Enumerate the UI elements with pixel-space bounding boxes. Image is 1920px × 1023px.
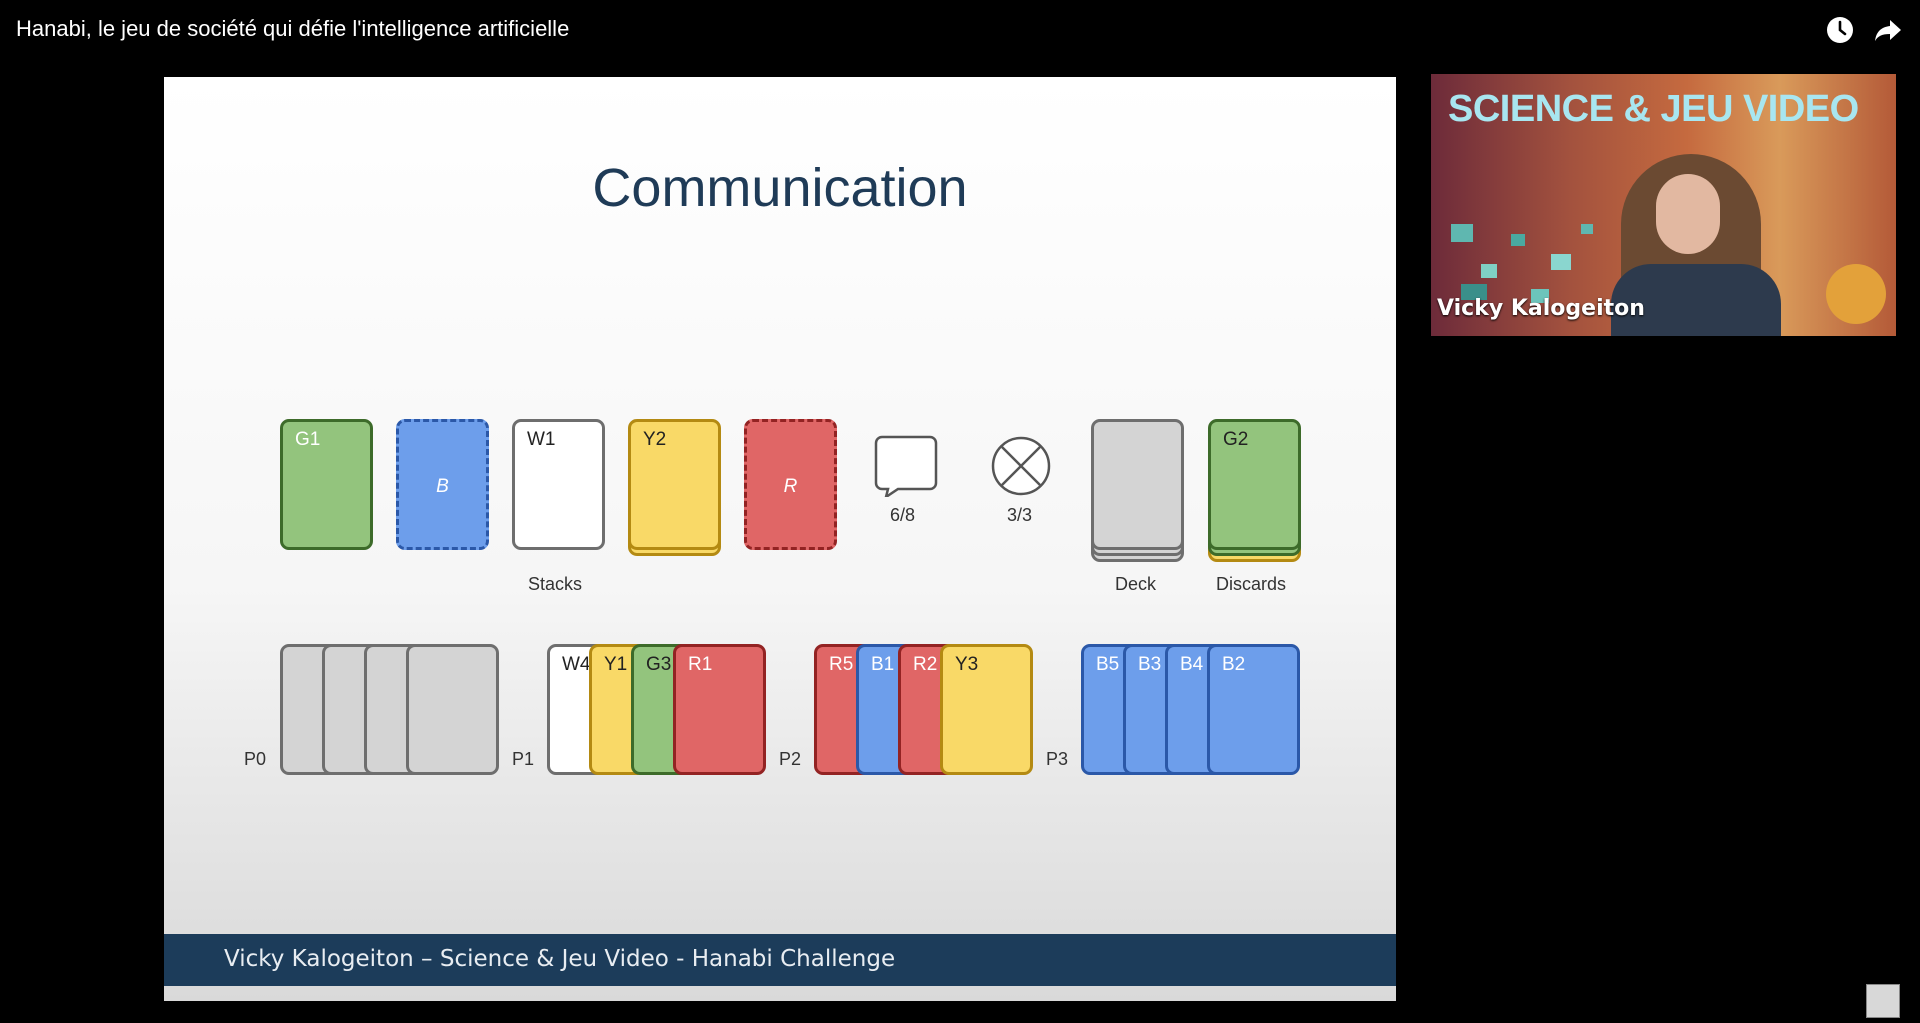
card-label: B [436, 476, 449, 497]
slide-footer: Vicky Kalogeiton – Science & Jeu Video -… [164, 934, 1396, 986]
player-label-p0: P0 [244, 749, 267, 769]
card-label: R [783, 476, 798, 497]
hand-card: R1 [673, 644, 766, 775]
fuse-token-count: 3/3 [1007, 505, 1033, 525]
player-label-p3: P3 [1046, 749, 1069, 769]
hint-token-icon [874, 435, 940, 502]
speaker-webcam: SCIENCE & JEU VIDEO Vicky Kalogeiton [1431, 74, 1896, 336]
card-label: G2 [1223, 429, 1249, 450]
fuse-token-icon [990, 435, 1052, 502]
card-label: W4 [562, 654, 591, 675]
slide-title: Communication [592, 158, 968, 218]
stack-card-white: W1 [512, 419, 605, 550]
hand-card: Y3 [940, 644, 1033, 775]
card-label: B2 [1222, 654, 1246, 675]
discards-label: Discards [1216, 574, 1287, 594]
channel-logo-icon[interactable] [1866, 984, 1900, 1018]
player-label-p1: P1 [512, 749, 535, 769]
card-label: B1 [871, 654, 895, 675]
stacks-label: Stacks [528, 574, 583, 594]
presentation-slide: Communication G1 B W1 Y2 R 6/8 3/3 G2 S [164, 77, 1396, 1001]
speaker-face [1656, 174, 1720, 254]
card-label: G1 [295, 429, 321, 450]
card-label: R1 [688, 654, 713, 675]
stack-card-red: R [744, 419, 837, 550]
watch-later-icon[interactable] [1824, 14, 1856, 46]
speaker-shirt [1611, 264, 1781, 336]
card-label: G3 [646, 654, 672, 675]
card-label: W1 [527, 429, 556, 450]
deck-label: Deck [1115, 574, 1157, 594]
hand-card: B2 [1207, 644, 1300, 775]
deck-card-top [1091, 419, 1184, 550]
card-label: R2 [913, 654, 938, 675]
discard-card-top: G2 [1208, 419, 1301, 550]
video-top-bar: Hanabi, le jeu de société qui défie l'in… [0, 0, 1920, 64]
card-label: Y2 [643, 429, 667, 450]
card-label: B5 [1096, 654, 1120, 675]
stack-card-blue: B [396, 419, 489, 550]
hand-card [406, 644, 499, 775]
card-label: B3 [1138, 654, 1162, 675]
card-label: Y3 [955, 654, 979, 675]
stack-card-green: G1 [280, 419, 373, 550]
hint-token-count: 6/8 [890, 505, 916, 525]
player-label-p2: P2 [779, 749, 802, 769]
card-label: B4 [1180, 654, 1204, 675]
card-label: R5 [829, 654, 854, 675]
speaker-name: Vicky Kalogeiton [1437, 296, 1645, 321]
webcam-banner: SCIENCE & JEU VIDEO [1448, 88, 1859, 130]
card-label: Y1 [604, 654, 628, 675]
share-icon[interactable] [1872, 14, 1904, 46]
video-title[interactable]: Hanabi, le jeu de société qui défie l'in… [16, 16, 570, 41]
slide-footer-text: Vicky Kalogeiton – Science & Jeu Video -… [224, 946, 896, 972]
stack-card-yellow: Y2 [628, 419, 721, 550]
